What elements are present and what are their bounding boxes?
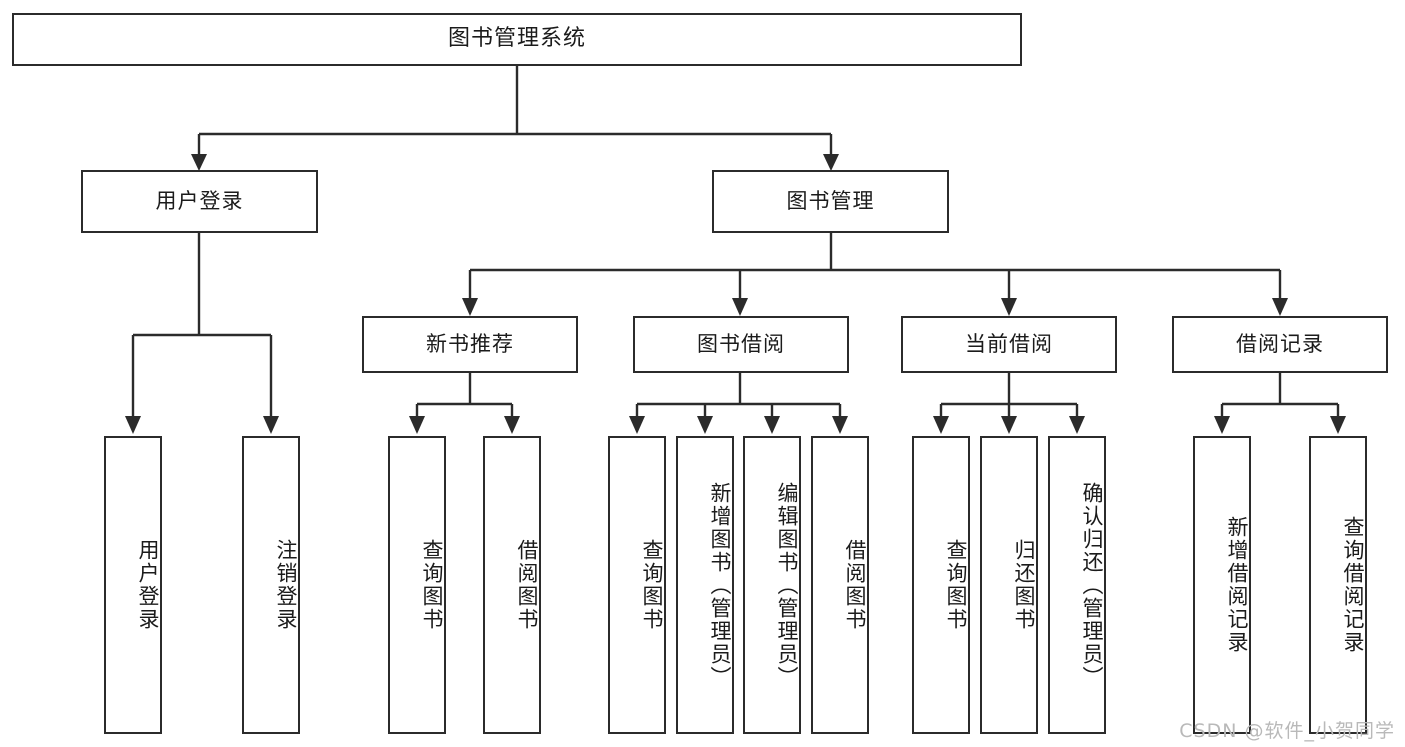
- leaf-query-book-current[interactable]: 查询图书: [912, 436, 970, 734]
- leaf-query-book-borrow[interactable]: 查询图书: [608, 436, 666, 734]
- node-label: 新增图书（管理员）: [708, 481, 732, 689]
- node-label: 查询图书: [420, 539, 444, 631]
- node-label: 用户登录: [155, 188, 244, 213]
- leaf-borrow-book-recommend[interactable]: 借阅图书: [483, 436, 541, 734]
- node-label: 借阅图书: [843, 539, 867, 631]
- leaf-add-book-admin[interactable]: 新增图书（管理员）: [676, 436, 734, 734]
- node-label: 借阅记录: [1236, 331, 1324, 356]
- node-book-borrow[interactable]: 图书借阅: [633, 316, 849, 373]
- node-borrow-record[interactable]: 借阅记录: [1172, 316, 1388, 373]
- node-user-login[interactable]: 用户登录: [81, 170, 318, 233]
- leaf-borrow-book[interactable]: 借阅图书: [811, 436, 869, 734]
- node-book-management[interactable]: 图书管理: [712, 170, 949, 233]
- leaf-confirm-return-admin[interactable]: 确认归还（管理员）: [1048, 436, 1106, 734]
- leaf-logout-login[interactable]: 注销登录: [242, 436, 300, 734]
- node-label: 用户登录: [136, 539, 160, 631]
- node-label: 查询图书: [944, 539, 968, 631]
- leaf-edit-book-admin[interactable]: 编辑图书（管理员）: [743, 436, 801, 734]
- node-label: 注销登录: [274, 539, 298, 631]
- node-label: 图书借阅: [697, 331, 785, 356]
- node-label: 查询借阅记录: [1341, 516, 1365, 654]
- node-label: 图书管理系统: [447, 26, 586, 52]
- node-current-borrow[interactable]: 当前借阅: [901, 316, 1117, 373]
- node-label: 当前借阅: [965, 331, 1053, 356]
- node-label: 借阅图书: [515, 539, 539, 631]
- leaf-user-login[interactable]: 用户登录: [104, 436, 162, 734]
- leaf-query-book-recommend[interactable]: 查询图书: [388, 436, 446, 734]
- node-label: 编辑图书（管理员）: [775, 481, 799, 689]
- leaf-add-borrow-record[interactable]: 新增借阅记录: [1193, 436, 1251, 734]
- leaf-return-book[interactable]: 归还图书: [980, 436, 1038, 734]
- leaf-query-borrow-record[interactable]: 查询借阅记录: [1309, 436, 1367, 734]
- node-root-book-management-system[interactable]: 图书管理系统: [12, 13, 1022, 66]
- node-label: 新增借阅记录: [1225, 516, 1249, 654]
- node-label: 新书推荐: [426, 331, 514, 356]
- node-label: 图书管理: [786, 188, 875, 213]
- node-new-book-recommend[interactable]: 新书推荐: [362, 316, 578, 373]
- node-label: 查询图书: [640, 539, 664, 631]
- node-label: 确认归还（管理员）: [1080, 481, 1104, 689]
- node-label: 归还图书: [1012, 539, 1036, 631]
